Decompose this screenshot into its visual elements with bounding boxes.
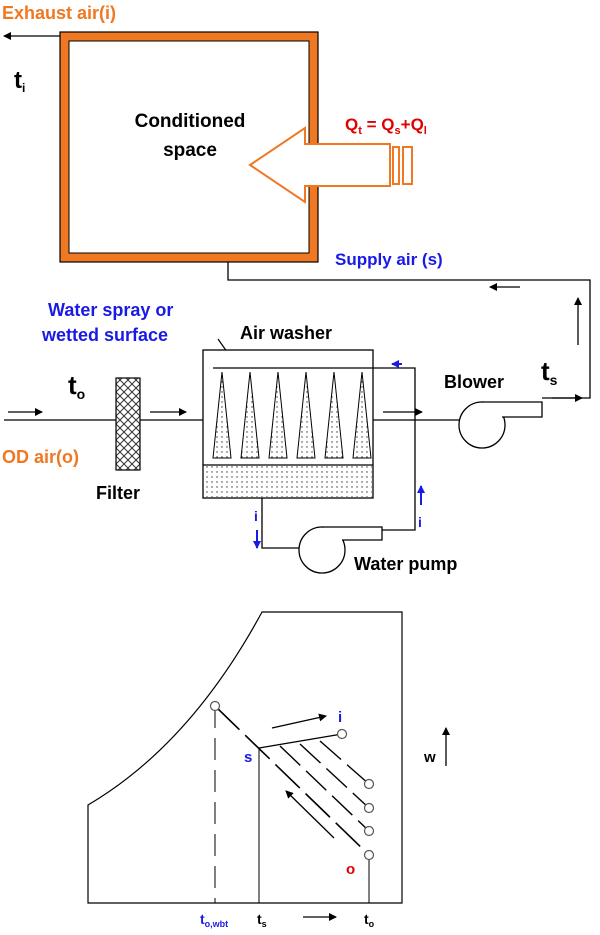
constant-wbt-line (319, 740, 370, 785)
spray-cone (296, 371, 316, 459)
ts-label: ts (541, 356, 558, 388)
air-washer-label: Air washer (240, 323, 332, 343)
x-label-ts: ts (257, 911, 267, 929)
od-air-label: OD air(o) (2, 447, 79, 467)
pipe-mark-left: i (254, 508, 258, 524)
blower-label: Blower (444, 372, 504, 392)
state-point (363, 825, 375, 837)
state-point (363, 778, 375, 790)
state-point (363, 802, 375, 814)
ti-label: ti (14, 67, 25, 95)
washer-process-arrow (285, 790, 335, 839)
room-label-line1: Conditioned (135, 111, 246, 132)
point-o (363, 849, 375, 861)
water-pump (298, 526, 383, 574)
room-process-line (258, 733, 343, 749)
point-s-label: s (244, 749, 252, 766)
psychro-chart-outline (87, 611, 403, 904)
spray-cone (324, 371, 344, 459)
supply-air-label: Supply air (s) (335, 250, 443, 269)
to-label: to (68, 370, 85, 402)
x-label-wbt: to,wbt (200, 911, 228, 929)
w-label: w (423, 749, 436, 766)
spray-label-line1: Water spray or (48, 300, 173, 320)
room-interior (68, 40, 310, 254)
psychrometric-chart (87, 611, 450, 921)
constant-wbt-line (279, 745, 370, 832)
point-i (336, 728, 348, 740)
water-pump-label: Water pump (354, 554, 457, 574)
point-i-label: i (338, 709, 342, 726)
spray-cone (240, 371, 260, 459)
water-return-pipe (382, 367, 416, 531)
air-washer (202, 349, 392, 499)
room-label-line2: space (163, 140, 217, 161)
pipe-mark-right: i (418, 514, 422, 530)
water-suction-pipe (261, 498, 300, 549)
wet-bulb-line (214, 705, 370, 856)
blower (458, 401, 543, 449)
spray-cone (352, 371, 372, 459)
constant-wbt-line (299, 743, 370, 809)
filter-label: Filter (96, 483, 140, 503)
exhaust-air-label: Exhaust air(i) (2, 3, 116, 23)
spray-cone (268, 371, 288, 459)
heat-load-arrow (248, 126, 413, 204)
filter (115, 377, 141, 471)
point-wbt (209, 700, 221, 712)
spray-cone (212, 371, 232, 459)
spray-label-line2: wetted surface (41, 325, 168, 345)
point-o-label: o (346, 861, 355, 878)
x-label-to: to (364, 911, 375, 929)
room-process-arrow (271, 713, 327, 729)
heat-load-equation: Qt = Qs+Ql (345, 115, 427, 137)
